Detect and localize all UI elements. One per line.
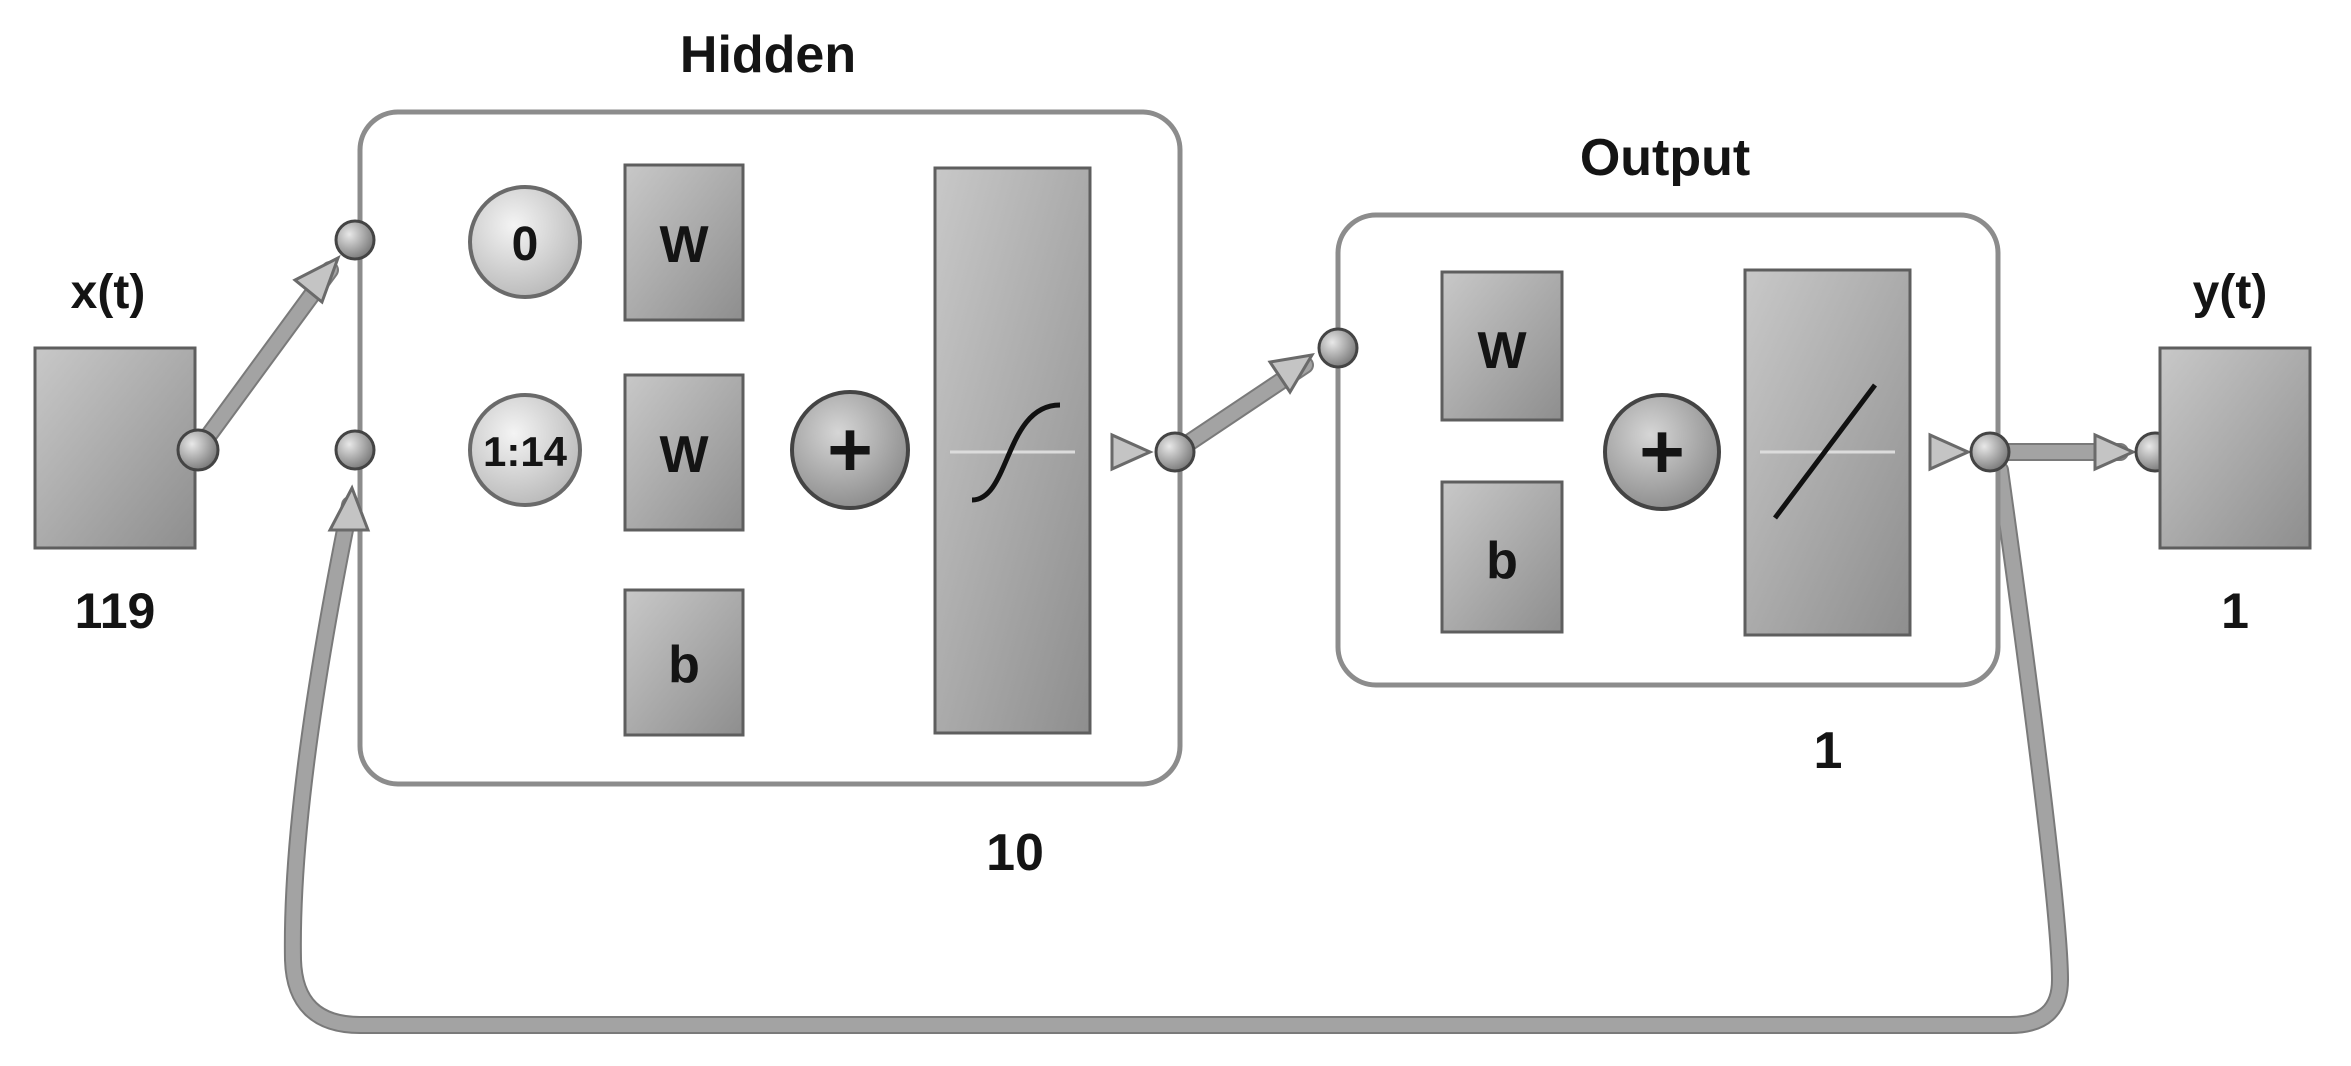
hidden-output-node: [1154, 431, 1196, 473]
hidden-weight-top: W: [623, 163, 745, 322]
output-label: y(t): [2193, 266, 2268, 319]
input-arrow: [292, 254, 341, 305]
output-sum-symbol: +: [1639, 407, 1685, 495]
output-weight: W: [1440, 270, 1564, 422]
output-layer-size: 1: [1814, 722, 1843, 780]
purelin-line: [1773, 383, 1877, 520]
output-layer-in-arrow: [1267, 352, 1315, 395]
input-label: x(t): [71, 266, 146, 319]
purelin-transfer: [1743, 268, 1912, 637]
output-input-node: [1317, 327, 1359, 369]
hidden-input-node-top: [334, 219, 376, 261]
tansig-curve: [971, 402, 1061, 503]
input-block: [33, 346, 197, 550]
output-out-arrow: [1928, 432, 1972, 472]
hidden-weight-bottom: W: [623, 373, 745, 532]
delay-bottom: 1:14: [468, 393, 582, 507]
hidden-out-arrow: [1110, 432, 1154, 472]
output-bias: b: [1440, 480, 1564, 634]
hidden-layer-title: Hidden: [680, 26, 856, 84]
output-weight-label: W: [1477, 322, 1527, 380]
y-arrow: [2093, 432, 2137, 472]
hidden-input-node-bottom: [334, 429, 376, 471]
hidden-bias-label: b: [668, 636, 700, 694]
output-block: [2158, 346, 2312, 550]
hidden-weight-top-label: W: [659, 216, 709, 274]
input-size: 119: [75, 583, 156, 639]
feedback-arrow: [327, 484, 371, 532]
output-layer-title: Output: [1580, 129, 1750, 187]
output-node: [1969, 431, 2011, 473]
delay-top: 0: [468, 185, 582, 299]
hidden-sum: +: [790, 390, 910, 510]
tansig-transfer: [933, 166, 1092, 735]
hidden-weight-bottom-label: W: [659, 426, 709, 484]
hidden-layer-size: 10: [986, 824, 1044, 882]
hidden-bias: b: [623, 588, 745, 737]
input-node: [176, 428, 220, 472]
output-bias-label: b: [1486, 532, 1518, 590]
output-sum: +: [1603, 393, 1721, 511]
hidden-sum-symbol: +: [827, 405, 873, 493]
delay-top-label: 0: [512, 218, 539, 271]
delay-bottom-label: 1:14: [483, 428, 568, 475]
output-size: 1: [2221, 583, 2249, 639]
